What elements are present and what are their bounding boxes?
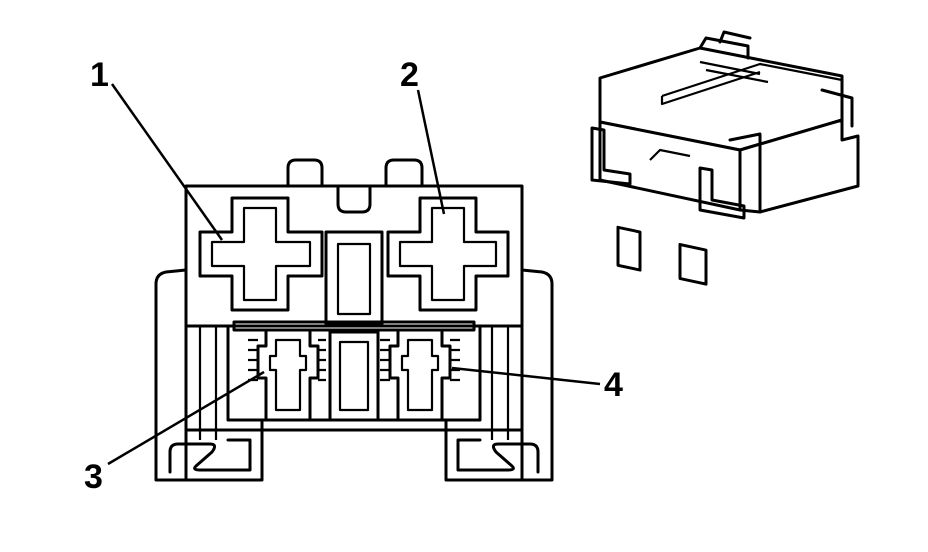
center-cavity-upper (324, 230, 384, 326)
callout-3-leader (107, 370, 265, 466)
right-foot (444, 418, 554, 482)
iso-top-latch (698, 36, 750, 60)
top-tab-left (286, 158, 324, 188)
callout-3-label: 3 (84, 458, 103, 496)
callout-4-label: 4 (604, 366, 623, 404)
left-foot (154, 418, 264, 482)
callout-4-leader (451, 366, 601, 386)
cavity-1 (198, 196, 324, 312)
iso-window-right (678, 243, 708, 286)
cavity-3 (248, 328, 326, 422)
guide-columns (198, 326, 510, 440)
terminal-block-lip (232, 320, 476, 332)
iso-window-left (616, 225, 642, 272)
callout-1-leader (110, 83, 224, 241)
callout-3: 3 (84, 370, 265, 496)
left-side-rail (154, 268, 188, 478)
callout-2: 2 (400, 56, 446, 215)
cavity-2 (386, 196, 510, 312)
callout-1-label: 1 (90, 56, 109, 94)
left-latch (168, 438, 252, 474)
iso-left-rail (590, 126, 632, 186)
right-latch (456, 438, 540, 474)
callout-4: 4 (451, 366, 623, 404)
upper-housing (184, 184, 524, 328)
connector-front-view (154, 158, 554, 482)
lower-housing (184, 324, 524, 432)
callout-2-label: 2 (400, 56, 419, 94)
right-side-rail (520, 268, 554, 478)
center-cavity-lower (328, 330, 380, 422)
callout-2-leader (416, 89, 446, 215)
top-notch (336, 184, 372, 214)
cavity-4 (380, 328, 460, 422)
callout-1: 1 (90, 56, 224, 241)
connector-isometric-view (590, 30, 860, 286)
top-tab-right (384, 158, 424, 188)
iso-right-rail (698, 166, 746, 220)
